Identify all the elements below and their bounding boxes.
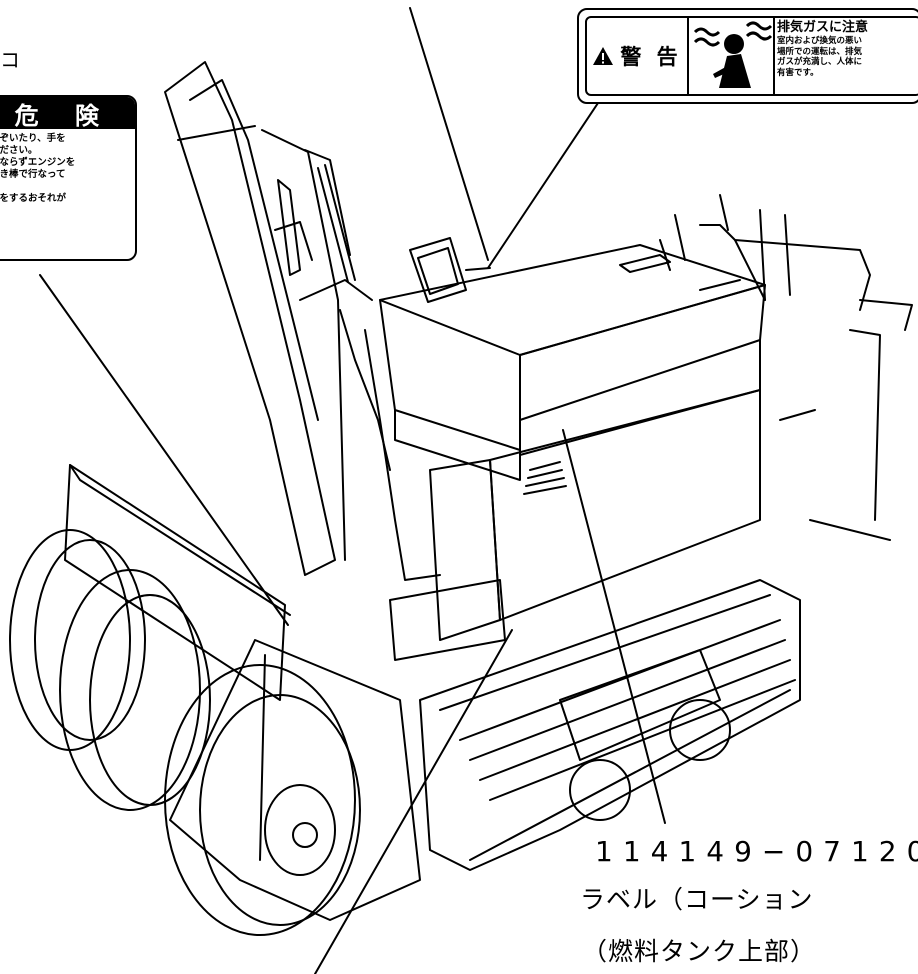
side-panel (389, 389, 761, 661)
auger-housing (64, 464, 421, 921)
danger-line (0, 181, 129, 193)
warning-frame: 警 告 排気ガスに注意 室内および換気の悪い 場所での運転は、排気 ガスが充満し… (585, 16, 918, 96)
engine-cover (379, 244, 816, 481)
danger-sticker: 危 険 のぞいたり、手を ください。 かならずエンジンを かき棒で行なって がを… (0, 95, 137, 261)
part-number: 114149−07120 (595, 835, 918, 868)
danger-line: ください。 (0, 145, 38, 156)
crawler-track (419, 579, 801, 871)
warning-sticker: 警 告 排気ガスに注意 室内および換気の悪い 場所での運転は、排気 ガスが充満し… (577, 8, 918, 104)
discharge-chute (164, 61, 351, 576)
danger-header: 危 険 (0, 97, 135, 130)
auger (9, 529, 361, 936)
top-left-label-fragment: コ (0, 48, 20, 72)
label-location: （燃料タンク上部） (582, 937, 817, 966)
danger-line: がをするおそれが (0, 193, 67, 204)
warning-line: 有害です。 (777, 67, 819, 78)
warning-title: 警 告 (620, 45, 682, 69)
leader-lines (39, 7, 666, 974)
label-name: ラベル（コーション (580, 885, 814, 914)
warning-heading: 排気ガスに注意 (777, 20, 869, 35)
warning-pictogram-cell (689, 18, 775, 94)
person-coughing-exhaust-icon (693, 21, 773, 88)
chute-linkage (277, 164, 441, 581)
danger-line: かき棒で行なって (0, 169, 66, 180)
warning-text: 排気ガスに注意 室内および換気の悪い 場所での運転は、排気 ガスが充満し、人体に… (777, 20, 868, 78)
work-light (409, 237, 491, 303)
warning-line: 場所での運転は、排気 (777, 46, 863, 57)
danger-line: のぞいたり、手を (0, 133, 66, 144)
danger-line: かならずエンジンを (0, 157, 76, 168)
danger-body: のぞいたり、手を ください。 かならずエンジンを かき棒で行なって がをするおそ… (0, 129, 135, 205)
warning-triangle-icon (593, 47, 614, 65)
warning-title-cell: 警 告 (587, 18, 689, 94)
warning-line: ガスが充満し、人体に (777, 57, 863, 67)
handlebars (659, 194, 913, 541)
warning-line: 室内および換気の悪い (777, 36, 863, 46)
